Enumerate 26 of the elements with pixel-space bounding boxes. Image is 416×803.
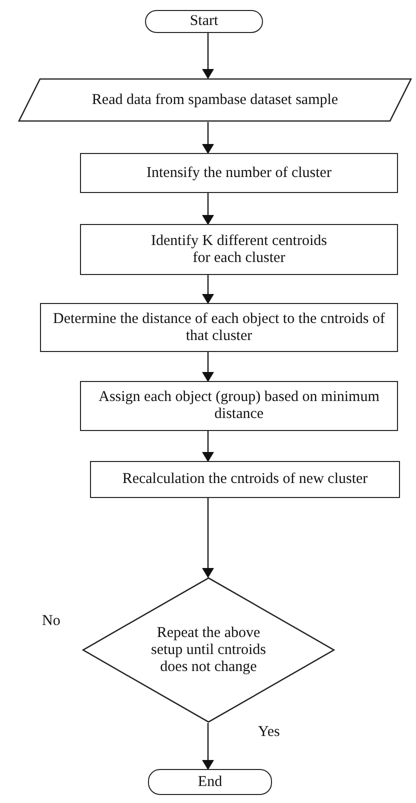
process-box <box>80 153 398 193</box>
arrow <box>202 723 214 770</box>
arrow <box>202 193 214 225</box>
process-box <box>40 303 398 352</box>
node-text: Start <box>190 13 218 30</box>
arrow <box>202 122 214 154</box>
process-box <box>90 461 400 498</box>
node-text: Read data from spambase dataset sample <box>92 92 338 108</box>
arrow <box>202 498 214 578</box>
node-text: Assign each object (group) based on minimum distance <box>98 389 380 423</box>
terminal-box <box>148 769 272 795</box>
node-text: Identify K different centroids for each cluster <box>150 232 328 266</box>
node-text: Recalculation the cntroids of new cluster <box>122 471 368 488</box>
node-text: Determine the distance of each object to the cntroids of that cluster <box>52 310 386 344</box>
process-box <box>80 224 398 275</box>
decision-diamond <box>82 577 335 723</box>
process-box <box>80 381 398 431</box>
arrow <box>202 352 214 382</box>
node-text: Repeat the above setup until cntroids does not change <box>150 624 267 676</box>
arrow <box>202 431 214 462</box>
input-parallelogram <box>18 78 412 122</box>
node-text: End <box>198 774 222 790</box>
arrow <box>202 33 214 79</box>
terminal-box <box>145 10 263 33</box>
node-text: Intensify the number of cluster <box>146 164 332 182</box>
arrow <box>202 275 214 304</box>
